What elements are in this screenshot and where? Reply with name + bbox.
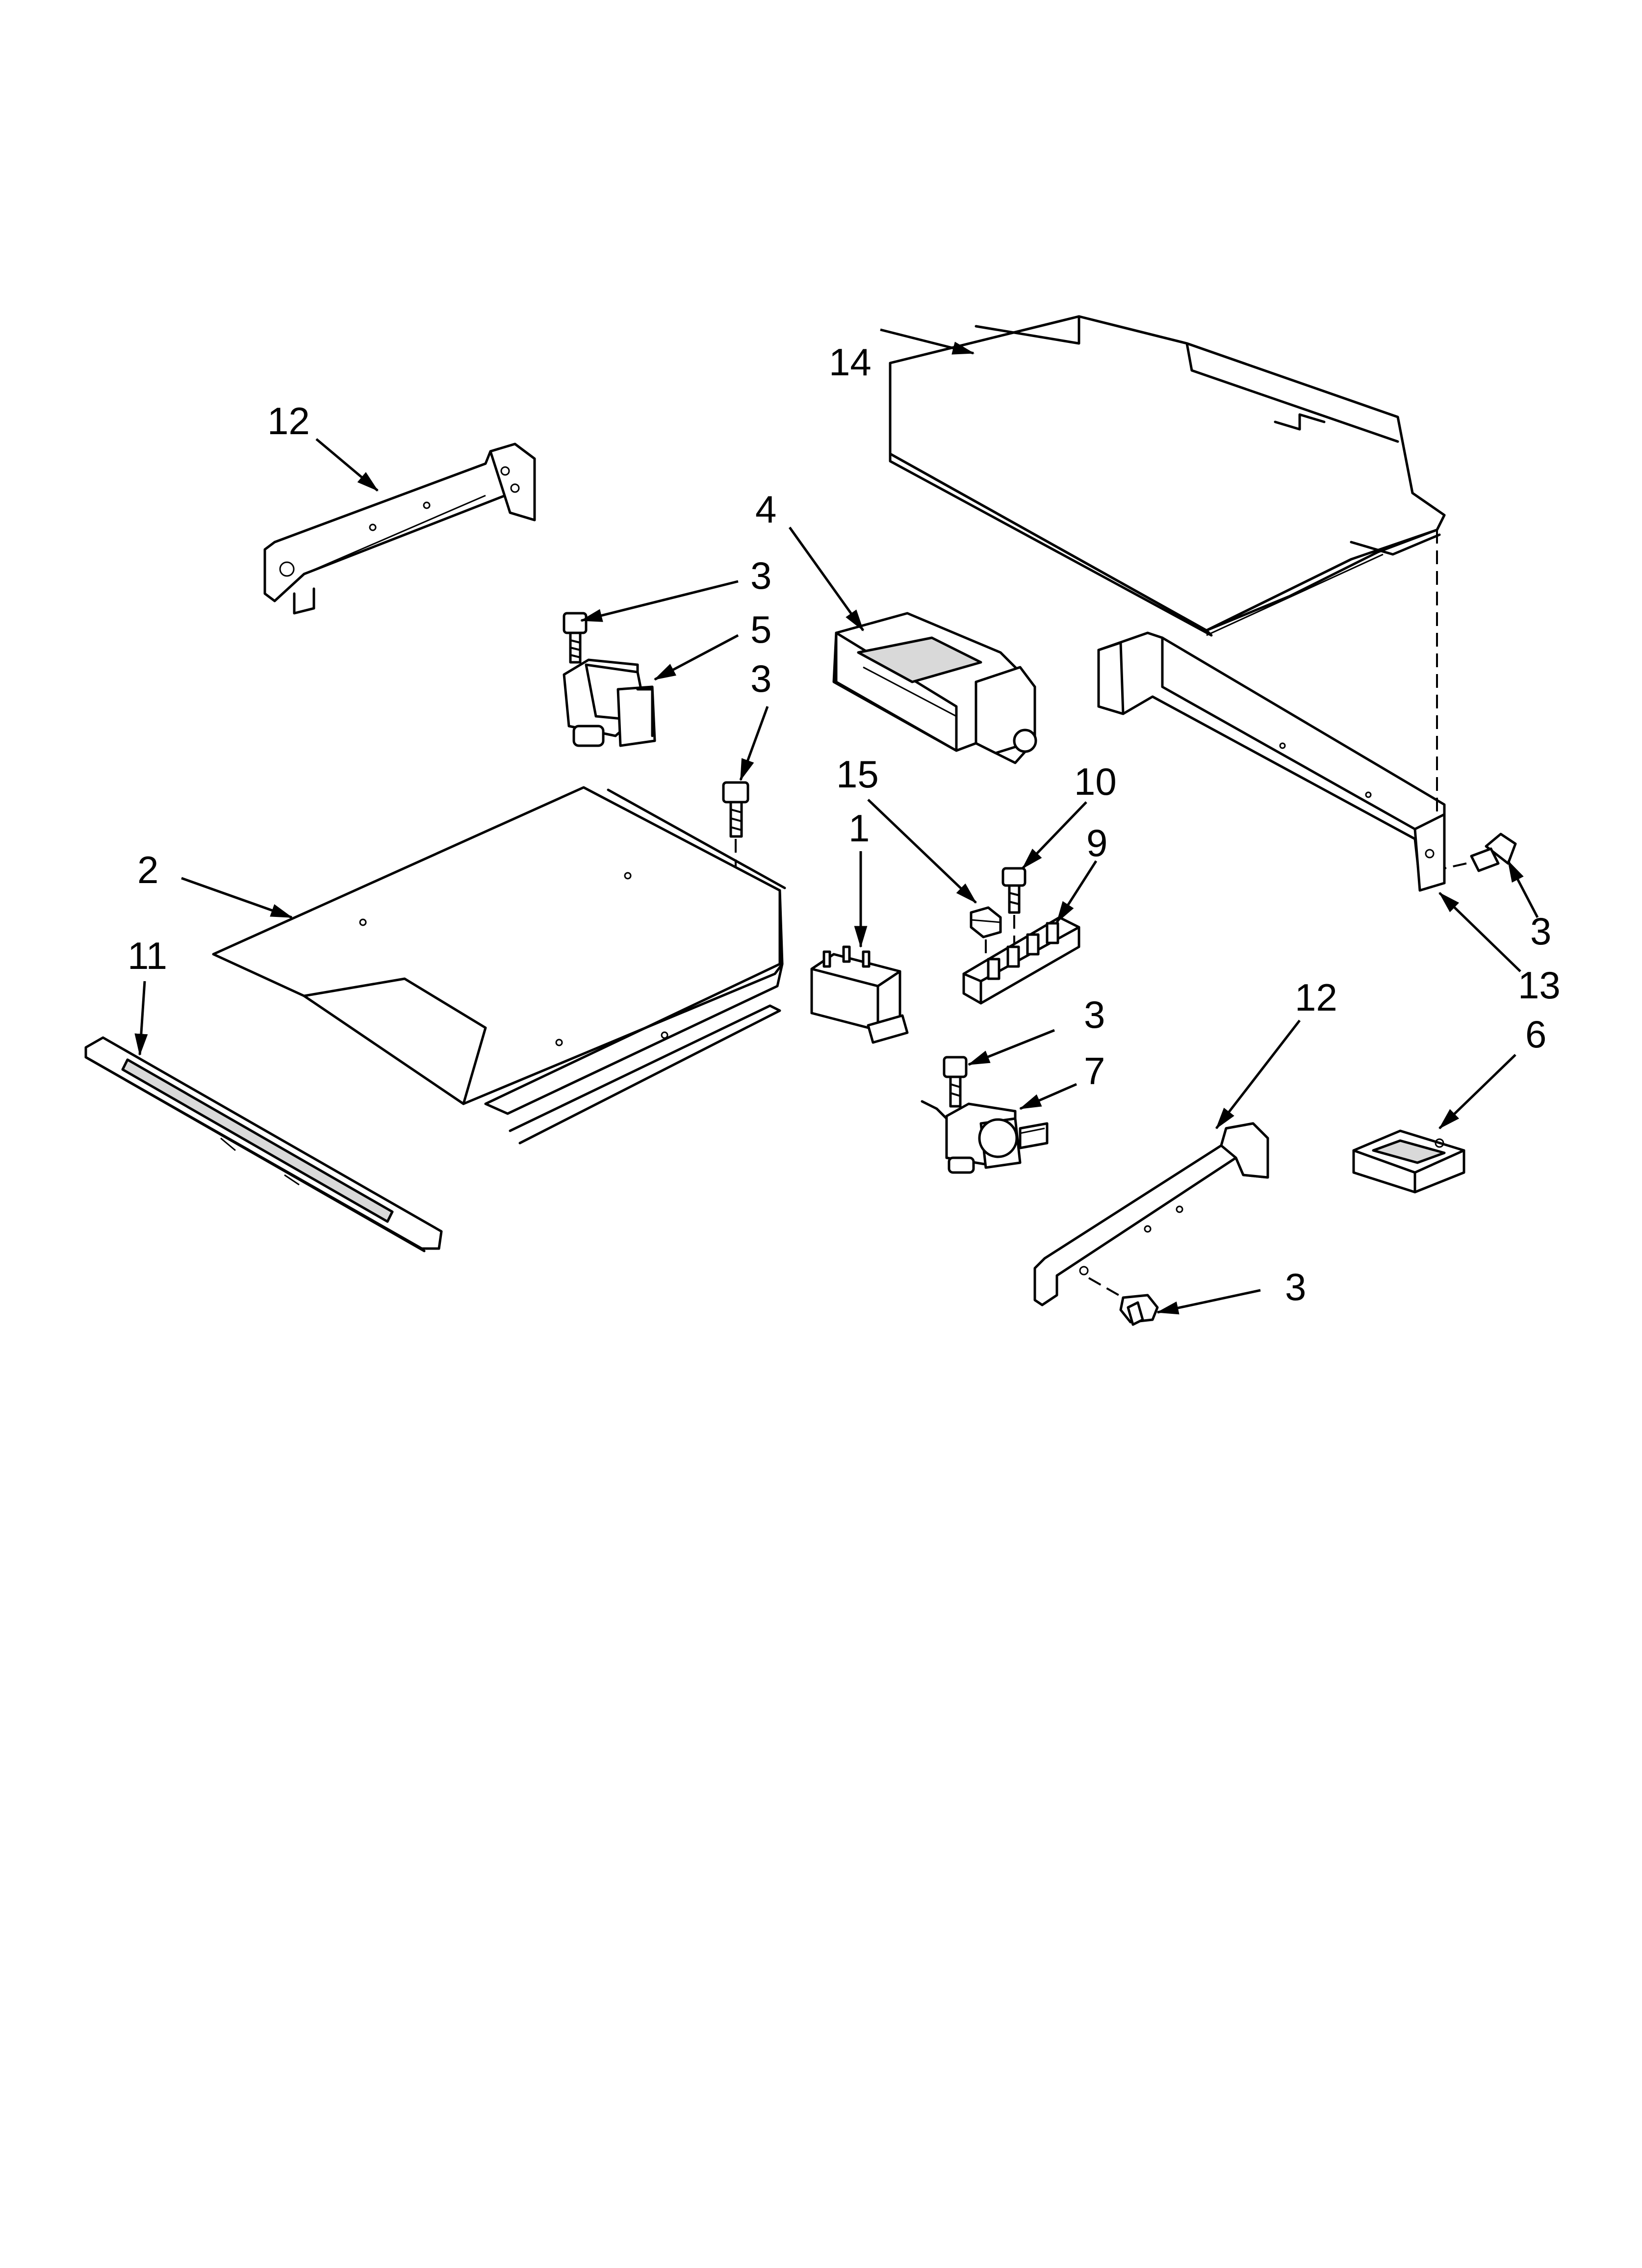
part-10-screw [1001,867,1026,914]
part-11-slide-rail [84,1036,443,1252]
part-4-control-board [832,612,1037,764]
screw-3-rear-bracket [1470,833,1517,872]
screw-3-lower-bracket [1119,1294,1159,1326]
leader-3-lower [967,1029,1055,1066]
callout-labels: 14 12 4 3 5 3 15 10 1 9 2 11 3 13 12 6 3… [128,340,1561,1308]
leader-14 [880,328,975,355]
part-5-transformer [563,658,656,747]
callout-12-lower: 12 [1295,976,1337,1019]
part-12-lower-bracket [1033,1122,1269,1306]
leader-15 [867,799,977,904]
leader-9 [1055,860,1098,923]
callout-13: 13 [1518,964,1561,1007]
leader-12-upper [315,438,379,492]
part-15-nut [970,906,1002,938]
screw-lower-alignment-line [1088,1277,1124,1299]
leader-10 [1022,801,1087,869]
leader-4 [788,526,865,631]
part-2-inner-panel [212,786,786,1145]
callout-3-upper: 3 [750,554,771,597]
leader-3-upper [580,580,739,622]
leader-5 [654,634,739,681]
leader-11 [134,981,148,1056]
leader-12-lower [1215,1019,1301,1129]
callout-2: 2 [137,848,158,891]
screw-3-transformer-7 [943,1056,968,1108]
part-13-rear-bracket [1097,631,1446,892]
callout-6: 6 [1525,1013,1546,1056]
part-7-transformer [921,1100,1049,1174]
callout-4: 4 [755,488,776,531]
callout-3-rear: 3 [1530,910,1551,953]
part-14-top-cover [889,315,1446,637]
screw-13-alignment-line [1444,862,1467,869]
callout-15: 15 [836,753,879,796]
part-1-relay [810,945,909,1044]
callout-3-bottom: 3 [1285,1265,1306,1308]
part-12-upper-bracket [263,443,536,615]
callout-11: 11 [128,934,167,977]
leader-3-bottom [1156,1289,1261,1315]
callout-12-upper: 12 [267,399,310,443]
callout-7: 7 [1084,1049,1105,1093]
leader-2 [181,877,293,919]
callout-5: 5 [750,608,771,651]
leader-3-mid [739,706,769,782]
callout-3-mid: 3 [750,657,771,700]
leader-6 [1438,1054,1516,1129]
callout-9: 9 [1086,821,1107,864]
screw-3-cover [722,781,749,838]
callout-10: 10 [1074,760,1117,803]
part-6-clip [1352,1129,1465,1194]
callout-14: 14 [829,340,872,384]
leader-7 [1019,1083,1077,1110]
callout-3-lower: 3 [1084,993,1105,1036]
callout-1: 1 [848,807,870,850]
leader-13 [1438,892,1521,972]
leader-lines [134,328,1539,1315]
leader-3-rear [1507,860,1539,918]
